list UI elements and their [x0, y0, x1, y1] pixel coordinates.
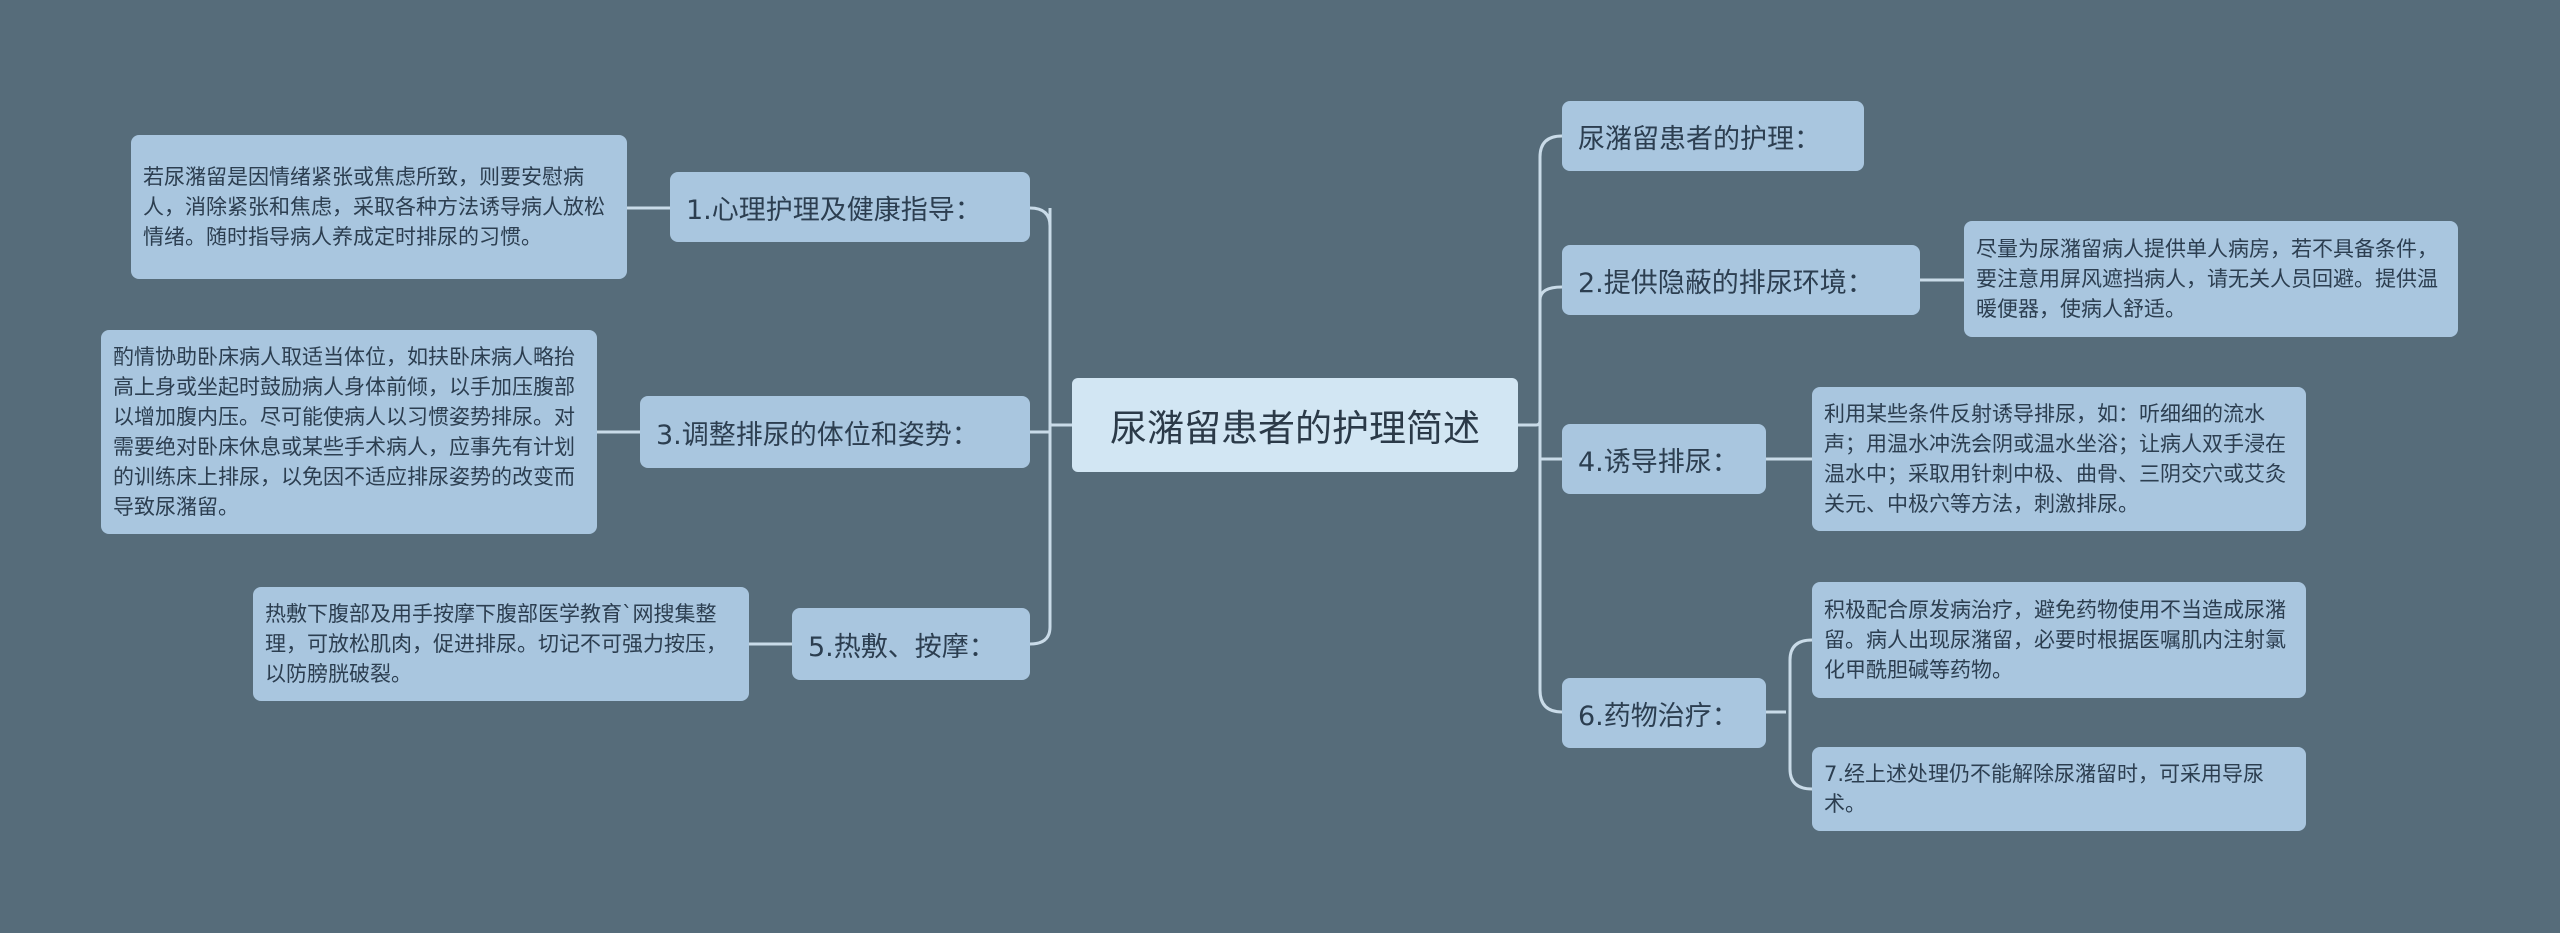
- leaf-posture[interactable]: 酌情协助卧床病人取适当体位，如扶卧床病人略抬高上身或坐起时鼓励病人身体前倾，以手…: [101, 330, 597, 534]
- branch-hot-compress[interactable]: 5.热敷、按摩：: [792, 608, 1030, 680]
- leaf-drug-therapy[interactable]: 积极配合原发病治疗，避免药物使用不当造成尿潴留。病人出现尿潴留，必要时根据医嘱肌…: [1812, 582, 2306, 698]
- branch-induce-urination[interactable]: 4.诱导排尿：: [1562, 424, 1766, 494]
- branch-psychological-care[interactable]: 1.心理护理及健康指导：: [670, 172, 1030, 242]
- branch-nursing-intro[interactable]: 尿潴留患者的护理：: [1562, 101, 1864, 171]
- leaf-hot-compress[interactable]: 热敷下腹部及用手按摩下腹部医学教育`网搜集整理，可放松肌肉，促进排尿。切记不可强…: [253, 587, 749, 701]
- branch-private-environment[interactable]: 2.提供隐蔽的排尿环境：: [1562, 245, 1920, 315]
- leaf-text: 酌情协助卧床病人取适当体位，如扶卧床病人略抬高上身或坐起时鼓励病人身体前倾，以手…: [113, 344, 575, 520]
- connector-root-left-spine: [1029, 206, 1072, 646]
- branch-posture[interactable]: 3.调整排尿的体位和姿势：: [640, 396, 1030, 468]
- connector-branch6-leaves: [1766, 638, 1813, 791]
- connector-root-right-spine: [1518, 134, 1563, 714]
- leaf-text: 7.经上述处理仍不能解除尿潴留时，可采用导尿术。: [1824, 761, 2265, 816]
- leaf-induce-urination[interactable]: 利用某些条件反射诱导排尿，如：听细细的流水声；用温水冲洗会阴或温水坐浴；让病人双…: [1812, 387, 2306, 531]
- leaf-text: 热敷下腹部及用手按摩下腹部医学教育`网搜集整理，可放松肌肉，促进排尿。切记不可强…: [265, 601, 727, 686]
- leaf-text: 利用某些条件反射诱导排尿，如：听细细的流水声；用温水冲洗会阴或温水坐浴；让病人双…: [1824, 401, 2286, 517]
- leaf-text: 积极配合原发病治疗，避免药物使用不当造成尿潴留。病人出现尿潴留，必要时根据医嘱肌…: [1824, 597, 2286, 682]
- leaf-text: 若尿潴留是因情绪紧张或焦虑所致，则要安慰病人，消除紧张和焦虑，采取各种方法诱导病…: [143, 164, 605, 249]
- leaf-catheterization[interactable]: 7.经上述处理仍不能解除尿潴留时，可采用导尿术。: [1812, 747, 2306, 831]
- branch-drug-therapy[interactable]: 6.药物治疗：: [1562, 678, 1766, 748]
- connector-root-left: [1048, 206, 1072, 427]
- leaf-psychological-care[interactable]: 若尿潴留是因情绪紧张或焦虑所致，则要安慰病人，消除紧张和焦虑，采取各种方法诱导病…: [131, 135, 627, 279]
- leaf-private-environment[interactable]: 尽量为尿潴留病人提供单人病房，若不具备条件，要注意用屏风遮挡病人，请无关人员回避…: [1964, 221, 2458, 337]
- root-topic[interactable]: 尿潴留患者的护理简述: [1072, 378, 1518, 472]
- leaf-text: 尽量为尿潴留病人提供单人病房，若不具备条件，要注意用屏风遮挡病人，请无关人员回避…: [1976, 236, 2438, 321]
